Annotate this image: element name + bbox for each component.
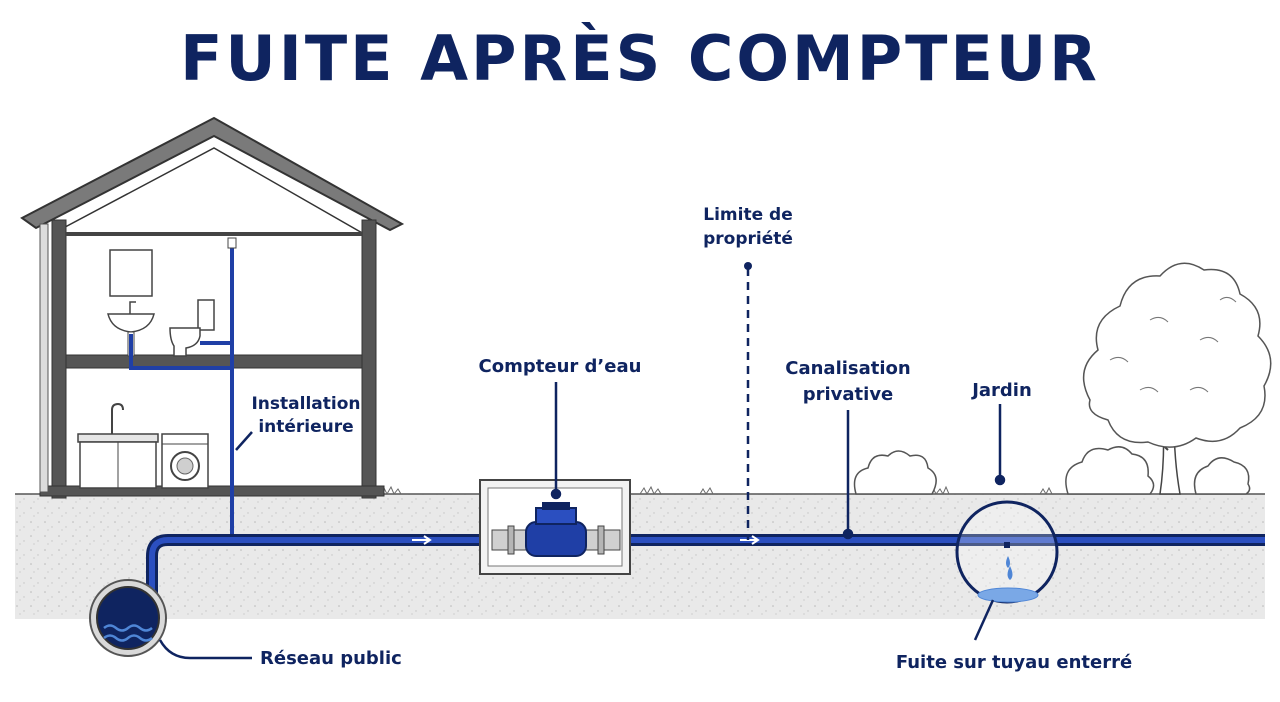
water-drop-icon xyxy=(1006,556,1010,568)
toilet-icon xyxy=(169,299,215,357)
house-icon xyxy=(20,116,405,499)
public-network-icon xyxy=(89,579,167,657)
installation-label-line1: Installation xyxy=(251,394,360,414)
leak-detail xyxy=(955,500,1059,641)
pipe-cap xyxy=(227,237,237,249)
water-meter-icon xyxy=(491,502,621,557)
property-limit-marker xyxy=(744,262,752,270)
private-pipe-label-line1: Canalisation xyxy=(785,358,910,379)
private-pipe-label-line2: privative xyxy=(803,384,894,405)
kitchen-sink-icon xyxy=(77,402,159,489)
meter-label: Compteur d’eau xyxy=(479,356,642,377)
property-limit-label-line2: propriété xyxy=(703,229,793,249)
leader-lines xyxy=(158,382,1006,660)
main-pipe xyxy=(146,534,1265,600)
leak-label: Fuite sur tuyau enterré xyxy=(896,652,1132,673)
mirror-icon xyxy=(109,249,153,297)
page-title: FUITE APRÈS COMPTEUR xyxy=(180,22,1100,95)
installation-label-line2: intérieure xyxy=(258,417,353,437)
public-network-label: Réseau public xyxy=(260,648,402,669)
washing-machine-icon xyxy=(161,433,209,489)
garden-label: Jardin xyxy=(970,380,1032,401)
ground xyxy=(15,485,1265,619)
property-limit-label-line1: Limite de xyxy=(703,205,792,225)
bush-icon xyxy=(853,446,1251,495)
interior-pipes xyxy=(129,240,234,540)
tree-icon xyxy=(1082,262,1272,495)
water-drop-icon xyxy=(1007,566,1013,580)
sink-icon xyxy=(107,301,155,357)
